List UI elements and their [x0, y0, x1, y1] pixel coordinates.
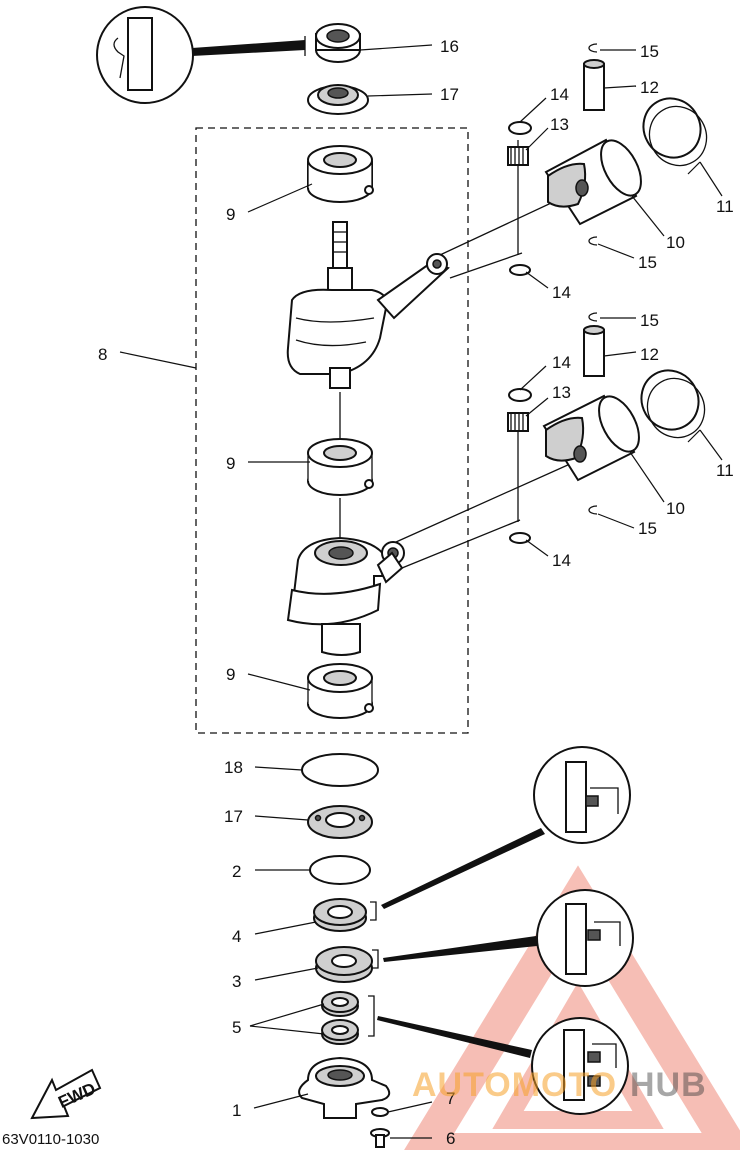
part-6-bolt [370, 1128, 390, 1148]
callout-11-b: 11 [716, 461, 734, 480]
part-13-needle-bearing-lower [507, 412, 529, 432]
callout-12-a: 12 [640, 78, 659, 97]
part-15-clip-3 [588, 312, 598, 322]
grease-symbol-circle-1 [381, 746, 631, 909]
part-18-o-ring [301, 753, 379, 787]
part-2-o-ring [309, 855, 371, 885]
part-12-piston-pin-lower [583, 325, 605, 377]
callout-15-c: 15 [640, 311, 659, 330]
part-9-bearing-top [307, 145, 374, 203]
part-12-piston-pin-upper [583, 59, 605, 111]
part-14-washer-2 [509, 264, 531, 276]
part-11-piston-rings-lower [640, 369, 706, 439]
brackets [368, 901, 379, 1037]
callout-15-b: 15 [638, 253, 657, 272]
part-11-piston-rings-upper [642, 97, 708, 167]
part-10-piston-lower [542, 394, 640, 482]
part-17-housing-upper [307, 84, 369, 115]
part-13-needle-bearing-upper [507, 146, 529, 166]
callout-4: 4 [232, 927, 241, 946]
part-9-bearing-bottom [307, 663, 374, 719]
part-15-clip-1 [588, 43, 598, 53]
callout-8: 8 [98, 345, 107, 364]
part-14-washer-3 [508, 388, 532, 402]
grease-symbol-circle-2 [383, 889, 634, 987]
part-17-housing-lower [307, 805, 373, 839]
diagram-code: 63V0110-1030 [2, 1131, 100, 1148]
callout-13-b: 13 [552, 383, 571, 402]
part-14-washer-1 [508, 121, 532, 135]
part-9-bearing-middle [307, 438, 374, 496]
part-7-washer [371, 1107, 389, 1117]
callout-2: 2 [232, 862, 241, 881]
callout-9-top: 9 [226, 205, 235, 224]
callout-9-bottom: 9 [226, 665, 235, 684]
callout-6: 6 [446, 1129, 455, 1148]
callout-9-middle: 9 [226, 454, 235, 473]
callout-7: 7 [446, 1089, 455, 1108]
crankshaft [286, 221, 388, 656]
callout-3: 3 [232, 972, 241, 991]
callout-17-lower: 17 [224, 807, 243, 826]
callout-labels: 16 17 15 12 14 13 11 10 15 14 9 8 15 12 … [98, 37, 734, 1148]
grease-symbol-circle-top [96, 6, 305, 104]
callout-12-b: 12 [640, 345, 659, 364]
part-15-clip-2 [588, 236, 598, 246]
callout-18: 18 [224, 758, 243, 777]
watermark-text-hub: HUB [630, 1066, 707, 1104]
crankshaft-assembly-box [195, 127, 469, 734]
part-15-clip-4 [588, 505, 598, 515]
callout-10-a: 10 [666, 233, 685, 252]
callout-14-b: 14 [552, 283, 571, 302]
callout-5: 5 [232, 1018, 241, 1037]
part-3-oil-seal [315, 946, 373, 983]
fwd-arrow-icon: FWD [30, 1068, 102, 1120]
part-16-oil-seal [304, 23, 361, 63]
grease-symbol-circle-3 [377, 1016, 629, 1115]
part-14-washer-4 [509, 532, 531, 544]
callout-13-a: 13 [550, 115, 569, 134]
connecting-rod-upper [376, 140, 565, 320]
callout-15-d: 15 [638, 519, 657, 538]
callout-1: 1 [232, 1101, 241, 1120]
callout-14-a: 14 [550, 85, 569, 104]
part-1-lower-housing [298, 1056, 391, 1119]
part-5-oil-seals [321, 991, 359, 1045]
connecting-rod-lower [376, 432, 571, 584]
callout-14-d: 14 [552, 551, 571, 570]
watermark-text-automoto: AUTOMOTO [412, 1066, 618, 1104]
leader-lines [119, 44, 723, 1139]
callout-16: 16 [440, 37, 459, 56]
callout-10-b: 10 [666, 499, 685, 518]
callout-17-upper: 17 [440, 85, 459, 104]
part-10-piston-upper [544, 138, 642, 226]
callout-11-a: 11 [716, 197, 734, 216]
callout-14-c: 14 [552, 353, 571, 372]
callout-15-a: 15 [640, 42, 659, 61]
part-4-oil-seal [313, 898, 367, 932]
